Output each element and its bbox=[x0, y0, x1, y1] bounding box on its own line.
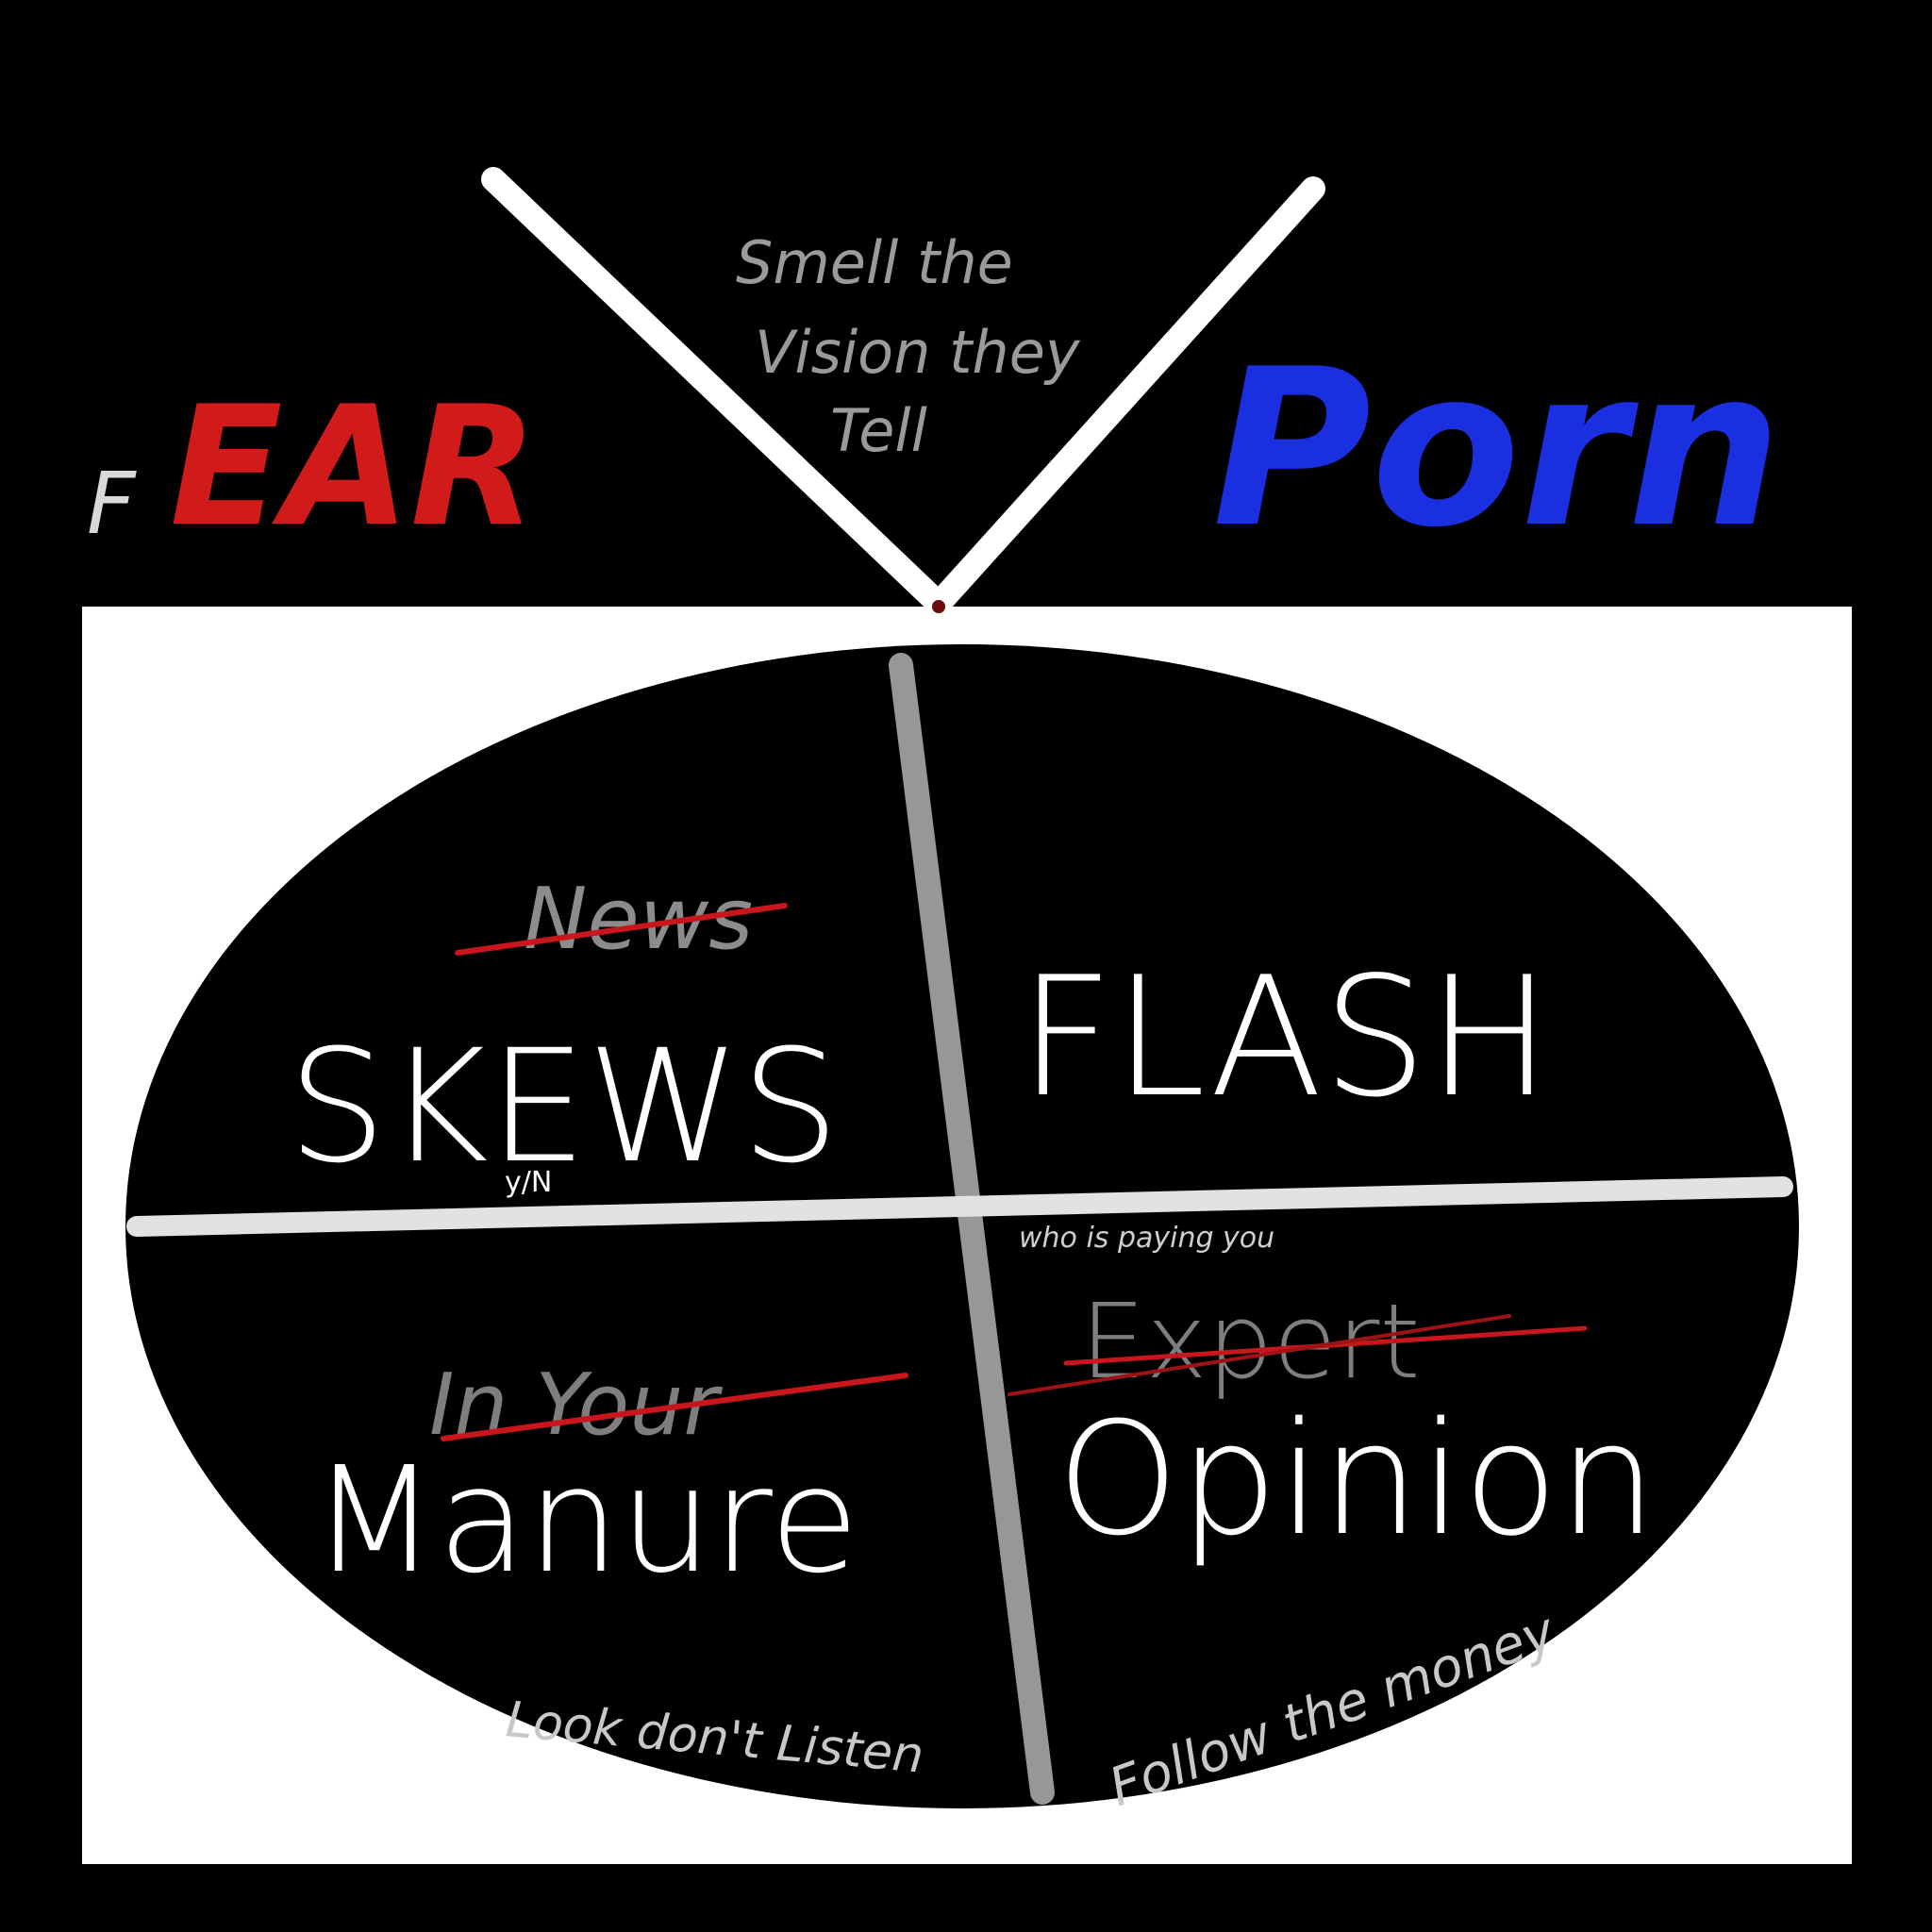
word-skews: SKEWS bbox=[288, 1016, 840, 1197]
antenna-right bbox=[926, 176, 1325, 616]
antenna-note-line-3: Tell bbox=[830, 396, 927, 465]
word-manure: Manure bbox=[311, 1435, 859, 1606]
word-opinion: Opinion bbox=[1057, 1389, 1657, 1570]
strike-line-news bbox=[455, 903, 788, 956]
screen-divider-horizontal bbox=[126, 1176, 1793, 1237]
strike-line-expert-2 bbox=[1008, 1314, 1511, 1396]
screen-divider-vertical bbox=[889, 653, 1055, 1805]
struck-word-news: News bbox=[524, 870, 753, 969]
antenna-base bbox=[932, 600, 945, 613]
antenna-note-line-2: Vision they bbox=[755, 318, 1081, 387]
word-flash: FLASH bbox=[1019, 942, 1552, 1134]
fear-word: EAR bbox=[170, 372, 538, 563]
antenna-left bbox=[481, 167, 951, 616]
mark-yn: y/N bbox=[505, 1166, 552, 1199]
antenna-note-line-1: Smell the bbox=[736, 228, 1013, 297]
strike-line-in-your bbox=[441, 1373, 908, 1441]
fear-prefix: F bbox=[87, 455, 137, 554]
porn-word: Porn bbox=[1212, 324, 1782, 575]
note-who-is-paying: who is paying you bbox=[1019, 1222, 1274, 1255]
